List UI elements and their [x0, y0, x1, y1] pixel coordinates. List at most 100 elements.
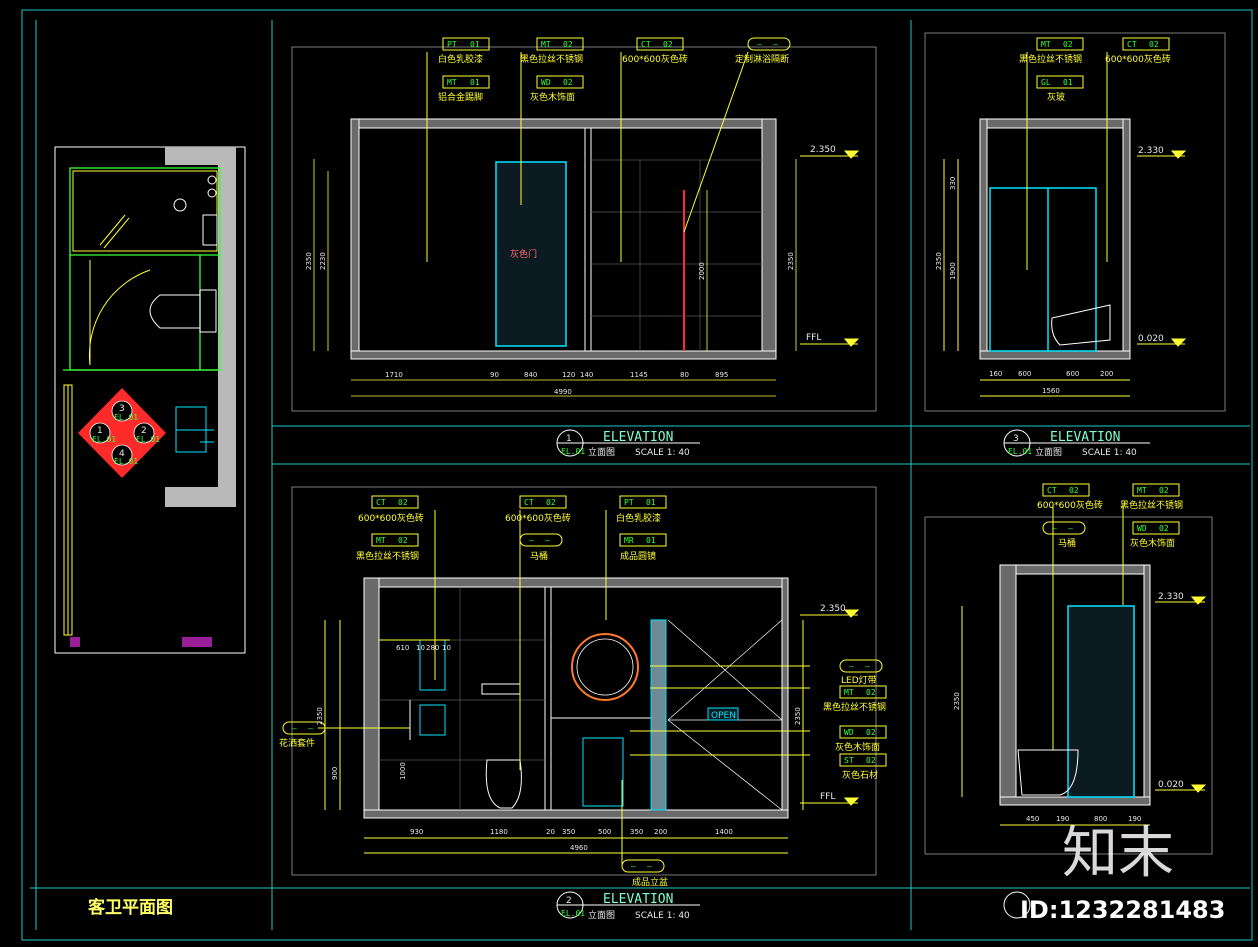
view-ref: EL.01 [561, 447, 585, 456]
dim-h: 450 [1026, 815, 1039, 823]
tag-num: 02 [563, 78, 573, 87]
tag-desc: 600*600灰色砖 [505, 512, 571, 524]
tag-num: 02 [398, 536, 408, 545]
dim-h: 1180 [490, 828, 508, 836]
tag-num: 02 [398, 498, 408, 507]
tag-code: MR [624, 536, 634, 545]
dim-total: 4990 [554, 388, 572, 396]
tag-num: 01 [646, 498, 656, 507]
tag-code: — [849, 662, 854, 671]
tag-num: — [545, 536, 550, 545]
tag-code: WD [1137, 524, 1147, 533]
level-top: 2.330 [1158, 592, 1184, 602]
dim-h: 160 [989, 370, 1002, 378]
dim-h: 895 [715, 371, 728, 379]
tag-code: WD [844, 728, 854, 737]
tag-num: 01 [470, 40, 480, 49]
index-number-2: 2 [141, 426, 147, 436]
dim-h: 800 [1094, 815, 1107, 823]
elevation-1-title: 1 EL.01 ELEVATION 立面图 SCALE 1: 40 [556, 429, 700, 458]
dim-v: 2350 [787, 252, 795, 270]
tag-desc: 灰色木饰面 [835, 741, 880, 753]
dim-h: 930 [410, 828, 423, 836]
dim-total: 1560 [1042, 387, 1060, 395]
tag-code: CT [376, 498, 386, 507]
plan-wall [165, 487, 236, 507]
tag-num: — [308, 724, 313, 733]
tag-code: — [529, 536, 534, 545]
dim-total: 4960 [570, 844, 588, 852]
dim-h: 600 [1018, 370, 1031, 378]
tag-num: 02 [1159, 486, 1169, 495]
tag-num: 02 [663, 40, 673, 49]
tag-code: MT [541, 40, 551, 49]
elevation-4: CT 02 600*600灰色砖 MT 02 黑色拉丝不锈钢 WD 02 灰色木… [953, 483, 1207, 919]
index-number-1: 1 [97, 426, 103, 436]
sheet-frame [21, 9, 1253, 941]
tag-code: MT [447, 78, 457, 87]
tag-desc: 成品立盆 [632, 876, 668, 888]
plan-index-symbol: 3 1 2 4 EL.01 EL.01 EL.01 EL.01 [78, 388, 166, 478]
tag-num: 02 [866, 756, 876, 765]
tag-num: 02 [1159, 524, 1169, 533]
open-label: OPEN [711, 711, 736, 721]
dim-h: 1400 [715, 828, 733, 836]
level-floor: FFL [820, 792, 835, 802]
tag-num: 02 [546, 498, 556, 507]
plan-shower [173, 175, 218, 246]
tag-desc: 600*600灰色砖 [1105, 53, 1171, 65]
elevation-2: OPEN [279, 495, 887, 921]
elevation-1: 灰色门 PT 01 白色乳胶漆 MT 01 铝合金踢脚 MT 02 黑色拉丝不锈… [305, 37, 860, 458]
tag-code: ST [844, 756, 854, 765]
dim-h: 90 [490, 371, 499, 379]
tag-code: — [757, 40, 762, 49]
tag-code: CT [524, 498, 534, 507]
tag-desc: 成品圆镜 [620, 550, 656, 562]
tag-code: CT [641, 40, 651, 49]
tag-desc: 铝合金踢脚 [438, 91, 483, 103]
view-scale: SCALE 1: 40 [635, 911, 690, 921]
tag-num: 02 [866, 728, 876, 737]
tag-num: 01 [1063, 78, 1073, 87]
view-label: ELEVATION [603, 430, 673, 445]
tag-code: CT [1127, 40, 1137, 49]
plan-title: 客卫平面图 [87, 897, 173, 918]
dim-top: 10 [442, 644, 451, 652]
tag-desc: 黑色拉丝不锈钢 [823, 701, 886, 713]
tag-desc: 600*600灰色砖 [622, 53, 688, 65]
dim-v: 2350 [794, 707, 802, 725]
tag-desc: LED灯带 [841, 675, 877, 686]
index-ref: EL.01 [114, 413, 138, 422]
dim-v: 2350 [305, 252, 313, 270]
tag-desc: 马桶 [1058, 537, 1076, 549]
dim-h: 600 [1066, 370, 1079, 378]
dim-h: 1710 [385, 371, 403, 379]
plan-basin [175, 406, 214, 453]
dim-h: 200 [654, 828, 667, 836]
level-top: 2.330 [1138, 146, 1164, 156]
dim-h: 350 [630, 828, 643, 836]
view-ref: EL.01 [561, 909, 585, 918]
tag-num: 01 [646, 536, 656, 545]
view-subtitle: 立面图 [588, 909, 615, 921]
tag-num: 01 [470, 78, 480, 87]
tag-num: 02 [563, 40, 573, 49]
dim-v: 2350 [953, 692, 961, 710]
tag-code: PT [624, 498, 634, 507]
watermark: 知末 ID:1232281483 [1020, 821, 1225, 924]
tag-code: — [292, 724, 297, 733]
elevation-2-title: 2 EL.01 ELEVATION 立面图 SCALE 1: 40 [556, 891, 700, 921]
tag-code: MT [1041, 40, 1051, 49]
tag-desc: 灰色木饰面 [1130, 537, 1175, 549]
plan-wall [165, 147, 235, 165]
tag-num: — [773, 40, 778, 49]
dim-h: 200 [1100, 370, 1113, 378]
dim-h: 80 [680, 371, 689, 379]
tag-num: 02 [1149, 40, 1159, 49]
tag-code: — [631, 862, 636, 871]
dim-h: 1145 [630, 371, 648, 379]
dim-v: 1000 [399, 762, 407, 780]
elevation-4-title [1003, 891, 1031, 919]
dim-h: 840 [524, 371, 537, 379]
